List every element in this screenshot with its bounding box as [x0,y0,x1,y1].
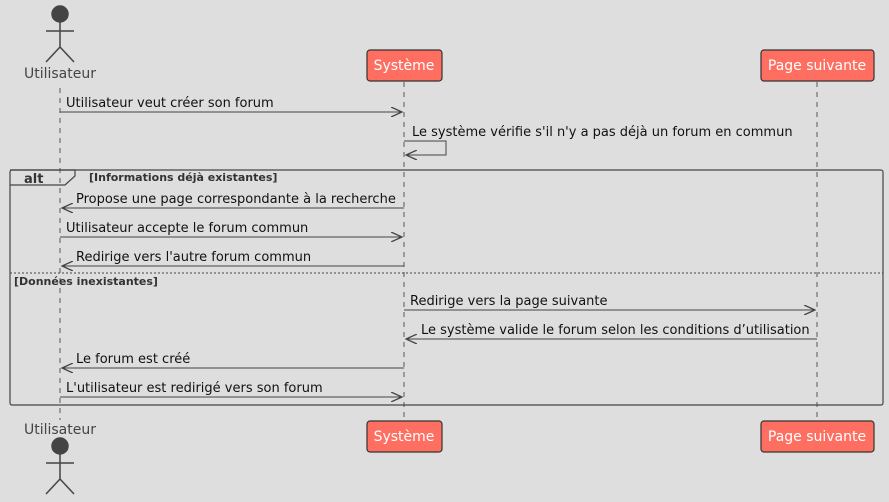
alt-guard-2: [Données inexistantes] [14,275,158,288]
actor-icon [45,5,75,63]
message-label: Propose une page correspondante à la rec… [76,192,396,207]
participant-label-systeme-top: Système [374,58,435,74]
participant-label-page-suivante-bottom: Page suivante [768,429,866,445]
message-8: Le forum est créé [62,352,404,368]
participant-box [760,49,875,82]
actor-label-utilisateur-bottom: Utilisateur [24,422,96,438]
message-4: Utilisateur accepte le forum commun [60,221,402,237]
alt-keyword: alt [24,172,43,187]
participant-label-systeme-bottom: Système [374,429,435,445]
message-5: Redirige vers l'autre forum commun [62,250,404,266]
participant-page-suivante-bottom: Page suivante [760,420,875,453]
actor-label-utilisateur-top: Utilisateur [24,66,96,82]
message-label: Redirige vers la page suivante [410,294,608,309]
message-9: L'utilisateur est redirigé vers son foru… [60,381,402,397]
actor-utilisateur-top: Utilisateur [24,5,96,82]
participant-page-suivante-top: Page suivante [760,49,875,82]
message-arrow [404,140,447,155]
participant-systeme-bottom: Système [366,420,443,453]
message-label: Redirige vers l'autre forum commun [76,250,311,265]
message-label: Le système vérifie s'il n'y a pas déjà u… [412,125,793,140]
message-label: Utilisateur accepte le forum commun [66,221,308,236]
alt-guard-1: [Informations déjà existantes] [89,171,277,184]
alt-frame-tab [10,169,76,186]
alt-frame [9,169,884,406]
message-6: Redirige vers la page suivante [404,294,815,310]
message-1: Utilisateur veut créer son forum [60,96,402,112]
participant-box [760,420,875,453]
message-7: Le système valide le forum selon les con… [406,323,817,339]
participant-box [366,49,443,82]
message-3: Propose une page correspondante à la rec… [62,192,404,208]
message-label: Le forum est créé [76,352,190,367]
message-label: L'utilisateur est redirigé vers son foru… [66,381,323,396]
actor-utilisateur-bottom: Utilisateur [24,422,96,495]
message-label: Utilisateur veut créer son forum [66,96,274,111]
participant-label-page-suivante-top: Page suivante [768,58,866,74]
participant-systeme-top: Système [366,49,443,82]
participant-box [366,420,443,453]
actor-icon [45,437,75,495]
message-2-self: Le système vérifie s'il n'y a pas déjà u… [404,125,793,155]
alt-fragment: alt [Informations déjà existantes] [Donn… [9,169,884,406]
message-label: Le système valide le forum selon les con… [421,323,810,338]
